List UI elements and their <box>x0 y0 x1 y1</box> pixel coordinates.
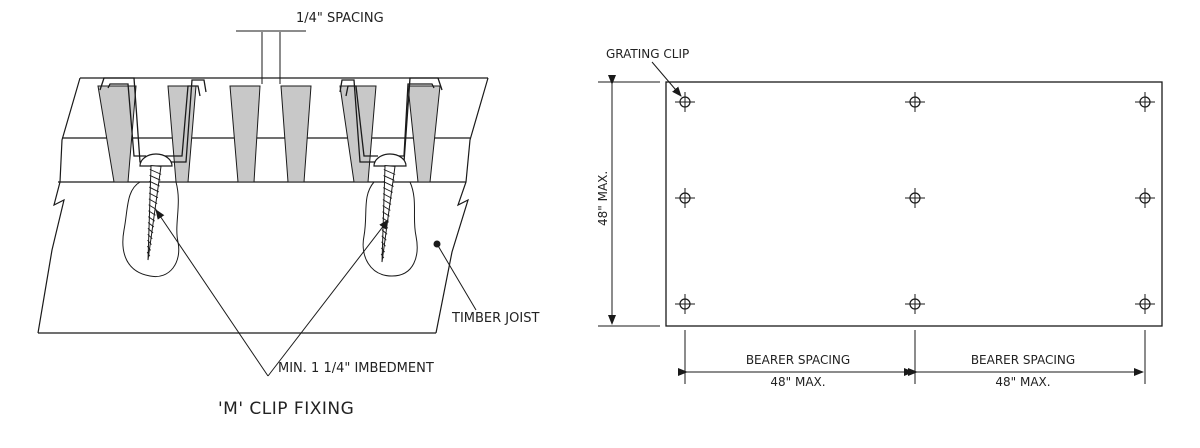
spacing-label: 1/4" SPACING <box>296 11 384 26</box>
clip-markers <box>675 92 1155 314</box>
screw-head-left <box>139 153 173 167</box>
grating-clip-marker <box>675 188 695 208</box>
screw-shank <box>147 165 162 261</box>
screw-shank <box>381 165 396 263</box>
screw-thread <box>382 199 392 205</box>
bearing-bar <box>97 85 137 183</box>
span2-label: BEARER SPACING <box>971 353 1075 367</box>
grating-clip-marker <box>675 92 695 112</box>
screw-thread <box>147 239 152 245</box>
bearing-bar <box>407 85 441 183</box>
detail-title: 'M' CLIP FIXING <box>218 399 354 419</box>
screw-thread <box>381 229 388 235</box>
screw-thread <box>147 222 155 228</box>
grating-clip-leader <box>651 61 682 97</box>
imbedment-label: MIN. 1 1/4" IMBEDMENT <box>278 361 434 376</box>
screw-left <box>146 165 162 261</box>
screw-thread <box>148 192 159 199</box>
screw-thread <box>380 253 385 259</box>
screw-hole-right <box>362 181 418 277</box>
span2-value: 48" MAX. <box>995 375 1050 389</box>
span1-value: 48" MAX. <box>770 375 825 389</box>
screw-thread <box>148 198 158 205</box>
grating-clip-marker <box>905 294 925 314</box>
grating-clip-marker <box>1135 294 1155 314</box>
joist-left-break <box>37 77 81 334</box>
screw-thread <box>147 228 154 234</box>
screw-thread <box>149 168 162 175</box>
screw-thread <box>383 187 393 193</box>
screw-right <box>380 165 396 263</box>
grating-clip-marker <box>905 188 925 208</box>
bearing-bar <box>167 85 197 183</box>
bearing-bar <box>280 85 312 183</box>
screw-thread <box>381 235 387 241</box>
grating-panel <box>665 81 1163 327</box>
screw-thread <box>382 205 391 211</box>
grating-clip-label: GRATING CLIP <box>606 47 689 61</box>
screw-hole-left <box>122 181 180 278</box>
clip-layout-plan: GRATING CLIP 48" MAX. BEARER SPACING 48"… <box>596 47 1163 389</box>
screw-thread <box>382 193 393 199</box>
screw-thread <box>147 233 153 240</box>
screw-thread <box>380 247 386 253</box>
imbedment-leader-right <box>267 219 389 377</box>
screw-thread <box>383 175 395 181</box>
grating-clip-marker <box>675 294 695 314</box>
height-label: 48" MAX. <box>596 171 610 226</box>
screw-thread <box>149 180 160 187</box>
m-clip-section: 1/4" SPACING MIN. 1 1/4" IMBEDMENT TIMBE… <box>37 11 539 419</box>
screw-thread <box>146 251 151 257</box>
screw-thread <box>383 181 394 187</box>
screw-thread <box>383 169 396 175</box>
bearing-bar <box>229 85 261 183</box>
screw-thread <box>149 186 159 193</box>
screw-thread <box>148 204 157 210</box>
joist-label: TIMBER JOIST <box>451 311 539 326</box>
joist-right-break <box>435 77 489 334</box>
bearing-bars <box>97 85 441 183</box>
screw-thread <box>149 174 161 181</box>
screw-thread <box>148 216 155 222</box>
screw-thread <box>146 245 152 251</box>
imbedment-leader-left <box>155 209 269 377</box>
screw-head-right <box>373 153 407 167</box>
grating-clip-marker <box>1135 188 1155 208</box>
screw-thread <box>382 211 390 217</box>
grating-clip-marker <box>905 92 925 112</box>
screw-thread <box>148 210 156 216</box>
screw-thread <box>381 241 386 247</box>
joist-leader <box>436 243 477 311</box>
span1-label: BEARER SPACING <box>746 353 850 367</box>
grating-clip-marker <box>1135 92 1155 112</box>
